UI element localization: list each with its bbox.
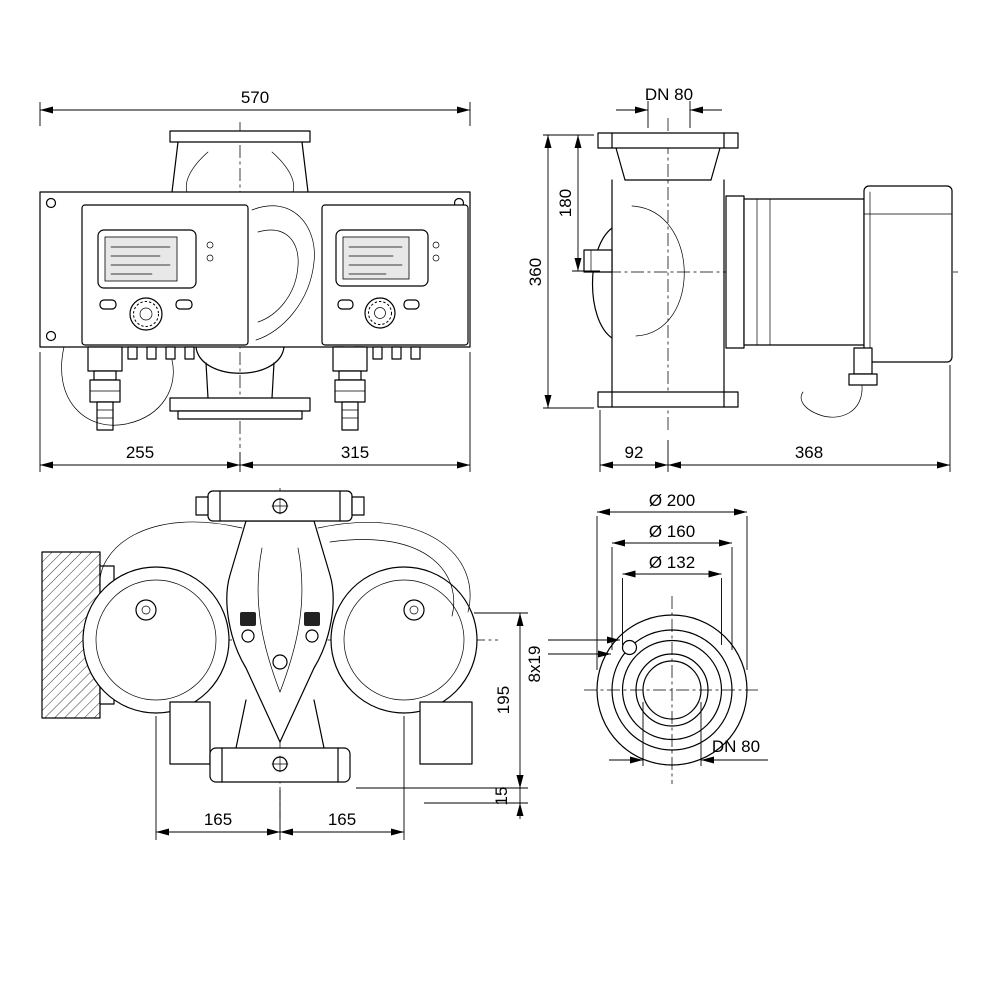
left-control-knob [129,297,163,331]
right-valve-knob [304,612,320,626]
right-led-icon [432,254,440,262]
side-port-stub [583,249,613,273]
cable [800,384,863,418]
flange-bolt-circle [611,629,733,751]
dim-label-top-spacing-left: 165 [204,810,232,829]
side-pump-housing [611,179,725,393]
dim-label-flange-bolt-holes: 8x19 [525,646,544,683]
dim-label-top-depth-offset: 15 [492,787,511,806]
electronics-module [863,185,953,363]
flange-crosshair-centerline [584,596,760,784]
dim-label-front-left-width: 255 [126,443,154,462]
left-button [99,299,117,310]
left-button [175,299,193,310]
right-button [403,299,420,310]
left-motor-top [82,566,230,714]
cable [99,521,243,589]
bolt-hole [621,639,638,656]
dim-label-side-flange-dn: DN 80 [645,85,693,104]
left-port-union [87,346,123,431]
flange-outer-circle [596,614,748,766]
right-display-screen [342,236,410,280]
front-top-flange [169,130,311,143]
motor-body [743,198,865,346]
dim-label-side-inlet-height: 180 [556,189,575,217]
cable [61,346,174,426]
dim-label-flange-bolt-circle-dia: Ø 160 [649,522,695,541]
left-vent-screw [135,599,157,621]
cable [317,522,471,613]
side-top-flange [597,132,739,149]
top-view: 195 15 165 165 [41,488,528,840]
cable-glands [127,346,421,360]
right-port-union [332,346,368,431]
right-button [337,299,354,310]
dim-label-top-spacing-right: 165 [328,810,356,829]
flange-bore-circle [642,660,702,720]
dim-label-front-total-width: 570 [241,88,269,107]
dim-label-flange-raised-face-dia: Ø 132 [649,553,695,572]
right-led-icon [432,241,440,249]
right-motor-top [330,566,478,714]
right-module-top [419,701,473,765]
motor-flange-ring [725,195,745,349]
front-view: 570 255 315 [39,88,471,472]
dim-label-front-right-width: 315 [341,443,369,462]
center-screw [272,654,288,670]
twin-volute-body [226,520,334,743]
side-view: DN 80 360 180 92 368 [526,85,958,472]
side-bottom-flange [597,391,739,408]
dim-label-side-total-height: 360 [526,258,545,286]
flange-raised-face-circle [621,639,723,741]
dim-label-flange-nominal-dia: DN 80 [712,737,760,756]
right-control-module [321,204,469,346]
left-control-module [81,204,249,346]
left-led-icon [206,254,214,262]
flange-view: Ø 200 Ø 160 Ø 132 8x19 DN 80 [525,491,768,784]
right-vent-screw [403,599,425,621]
dim-label-side-depth-left: 92 [625,443,644,462]
right-control-knob [364,297,396,329]
left-foot [169,701,211,765]
cable [329,539,455,617]
dim-label-flange-outer-dia: Ø 200 [649,491,695,510]
dim-label-top-depth-body: 195 [494,686,513,714]
dim-label-side-depth-right: 368 [795,443,823,462]
terminal-box [853,347,873,375]
left-display-screen [104,236,178,282]
left-valve-knob [240,612,256,626]
flange-bore-chamfer-circle [635,653,709,727]
front-bottom-flange [169,397,311,412]
left-led-icon [206,241,214,249]
